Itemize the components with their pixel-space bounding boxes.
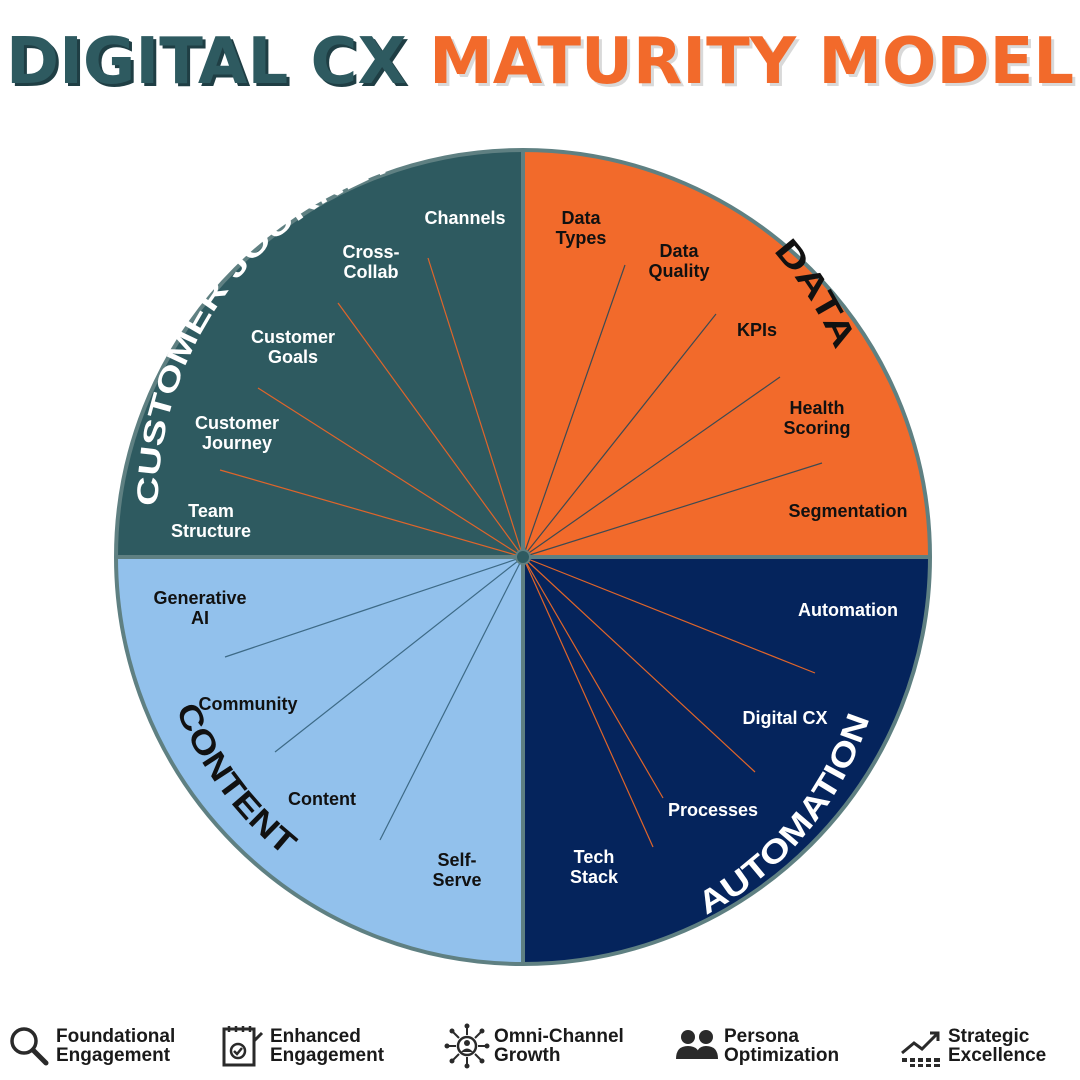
item-cross-collab: Cross-Collab <box>342 242 399 282</box>
spoke <box>337 302 524 558</box>
spokes <box>219 257 823 848</box>
item-content: Content <box>288 789 356 809</box>
spoke <box>522 556 664 799</box>
spoke <box>427 257 524 558</box>
magnifier-icon <box>10 1027 49 1066</box>
item-automation: Automation <box>798 600 898 620</box>
spoke <box>522 462 823 558</box>
spoke <box>522 313 717 558</box>
network-person-icon <box>444 1023 490 1069</box>
spoke <box>522 556 756 773</box>
spoke <box>522 556 654 848</box>
page-title: DIGITAL CX MATURITY MODEL <box>0 30 1080 94</box>
item-kpis: KPIs <box>737 320 777 340</box>
title-part-digital-cx: DIGITAL CX <box>5 25 407 99</box>
item-segmentation: Segmentation <box>788 501 907 521</box>
checklist-notepad-icon <box>222 1026 264 1067</box>
spoke <box>522 264 626 558</box>
growth-chart-icon <box>901 1031 940 1067</box>
spoke <box>274 556 524 753</box>
spoke <box>379 556 524 841</box>
item-digital-cx: Digital CX <box>742 708 827 728</box>
spoke <box>219 469 524 558</box>
title-part-maturity-model: MATURITY MODEL <box>429 25 1075 99</box>
center-hub <box>515 549 531 565</box>
spoke <box>257 387 524 558</box>
spoke <box>522 376 781 558</box>
people-group-icon <box>676 1030 718 1059</box>
quadrant-data <box>523 150 930 557</box>
maturity-wheel: CUSTOMER JOURNEY DATA AUTOMATION CONTENT… <box>114 148 932 966</box>
quadrant-customer-journey <box>116 150 523 557</box>
item-channels: Channels <box>424 208 505 228</box>
item-self-serve: Self-Serve <box>432 850 481 890</box>
wheel-outline <box>114 148 932 966</box>
item-processes: Processes <box>668 800 758 820</box>
item-community: Community <box>199 694 298 714</box>
spoke <box>522 556 816 674</box>
quadrant-content <box>116 557 523 964</box>
spoke <box>224 556 524 658</box>
quadrant-automation <box>523 557 930 964</box>
